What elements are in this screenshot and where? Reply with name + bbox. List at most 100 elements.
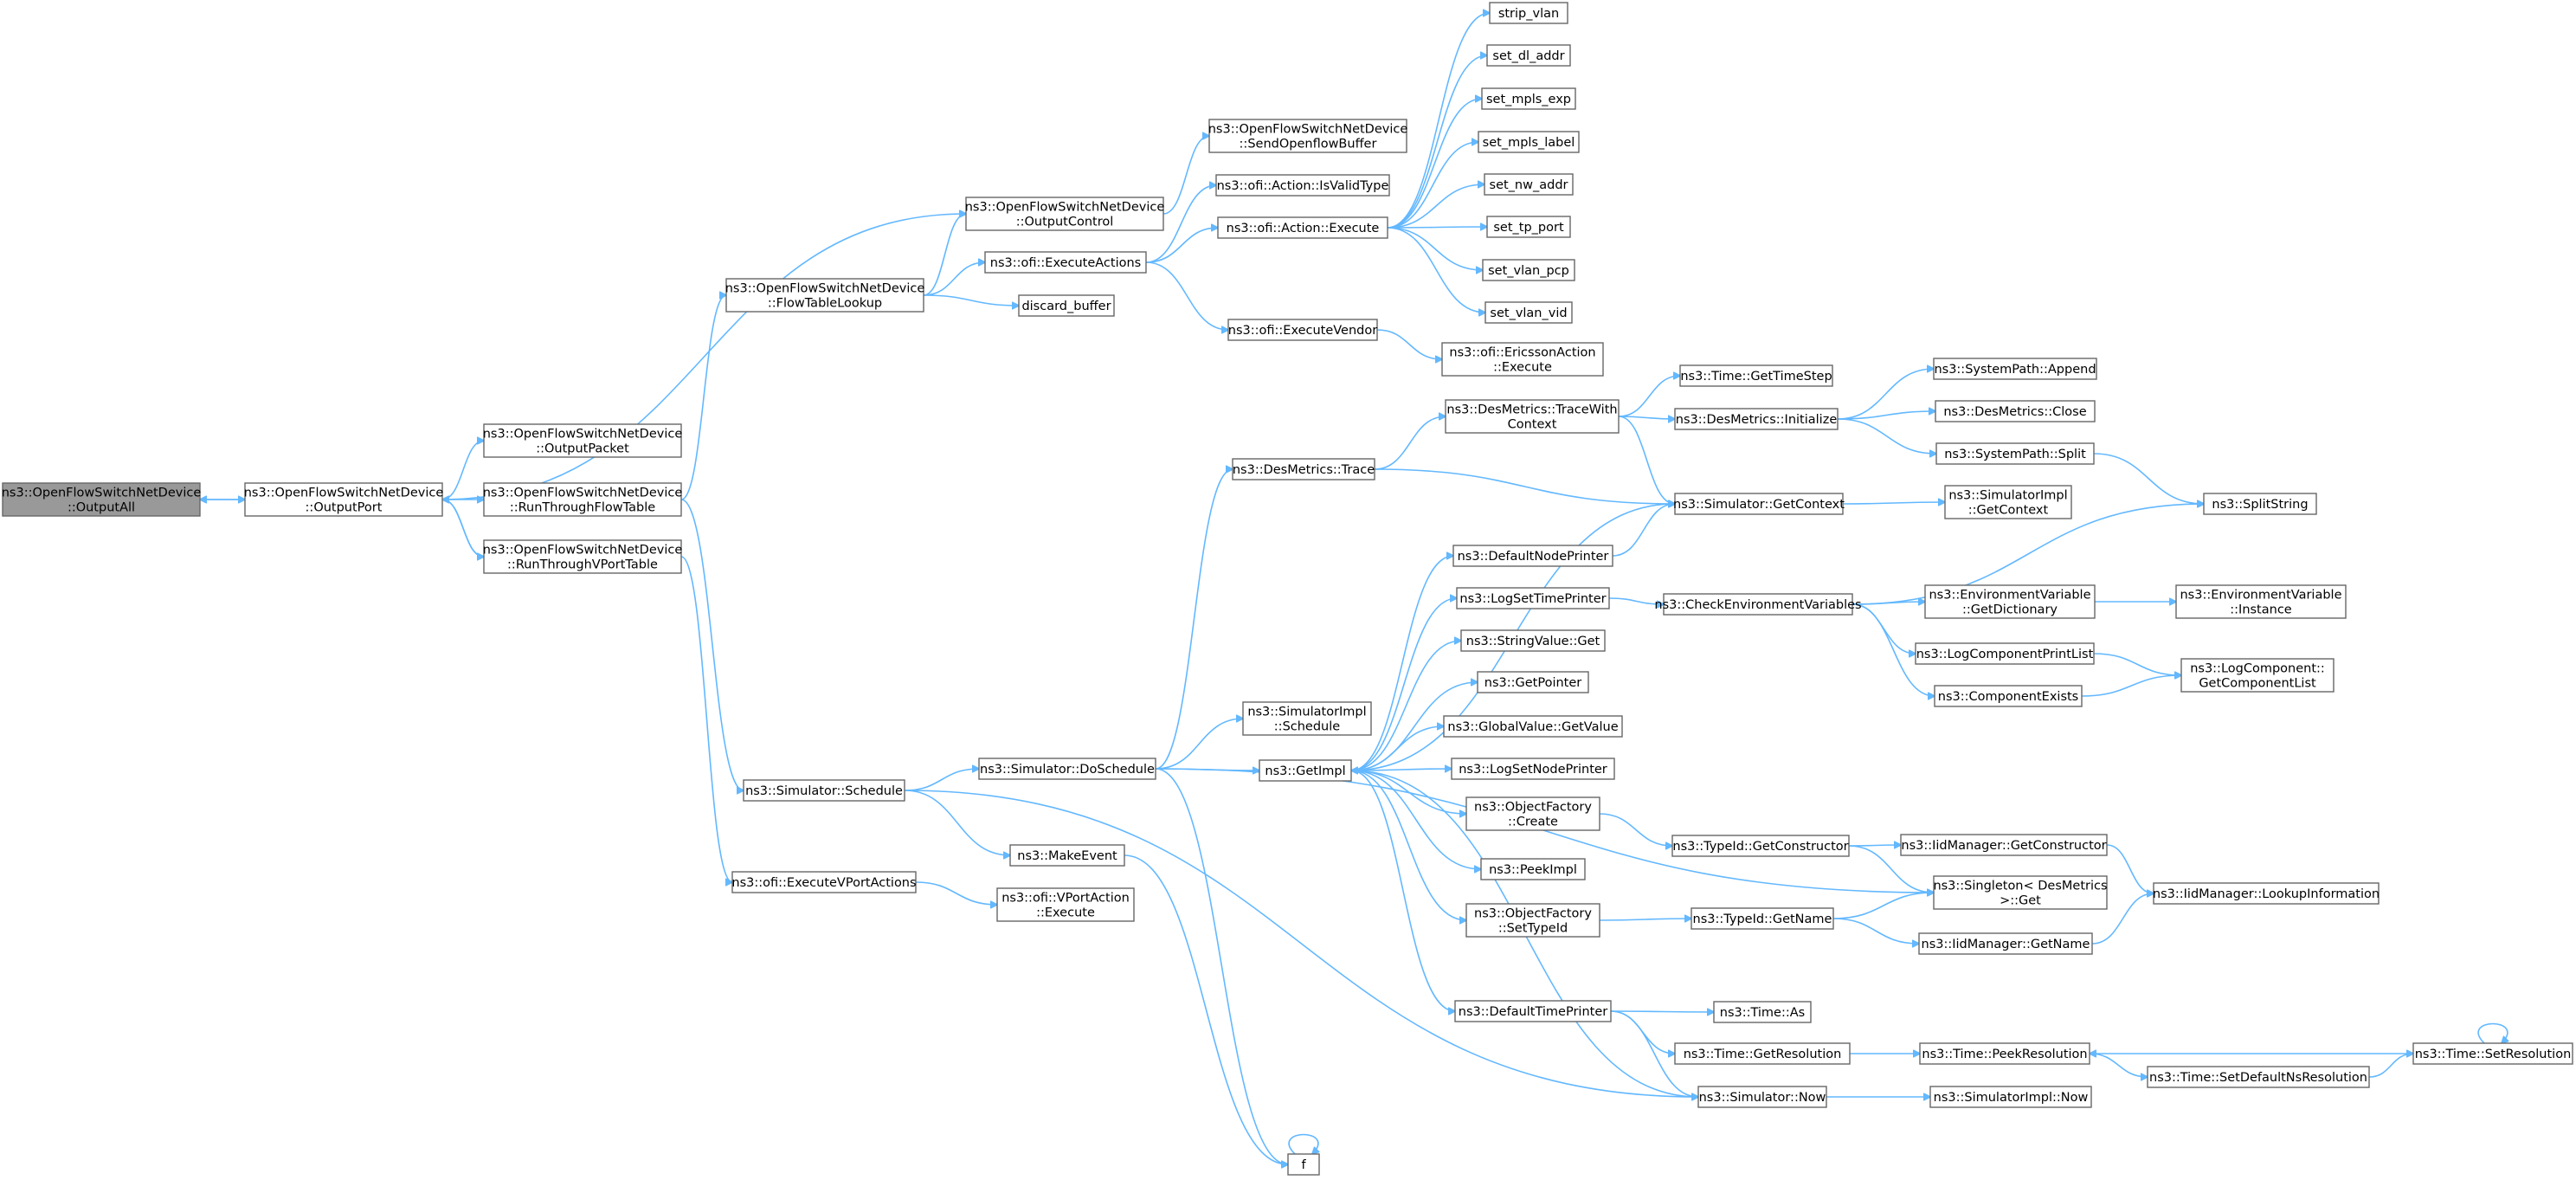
- node-ericssonexecute[interactable]: ns3::ofi::EricssonAction::Execute: [1441, 342, 1604, 377]
- node-typeidgetconstructor[interactable]: ns3::TypeId::GetConstructor: [1671, 835, 1850, 857]
- node-label: ns3::Time::GetTimeStep: [1680, 370, 1832, 384]
- edge-simschedule-to-simnow: [904, 790, 1698, 1097]
- node-runthroughvporttable[interactable]: ns3::OpenFlowSwitchNetDevice::RunThrough…: [483, 539, 683, 574]
- node-set_nw_addr[interactable]: set_nw_addr: [1484, 173, 1574, 196]
- node-defaulttimeprinter[interactable]: ns3::DefaultTimePrinter: [1454, 1000, 1612, 1022]
- edge-typeidgetconstructor-to-iidgetconstructor: [1848, 845, 1901, 846]
- node-vportexecute[interactable]: ns3::ofi::VPortAction::Execute: [996, 887, 1135, 922]
- node-getpointer[interactable]: ns3::GetPointer: [1477, 671, 1589, 693]
- node-setresolution[interactable]: ns3::Time::SetResolution: [2412, 1042, 2573, 1065]
- node-box: [1944, 485, 2072, 519]
- node-box: [1934, 685, 2083, 707]
- node-box: [978, 758, 1156, 780]
- node-label: ns3::ofi::ExecuteVPortActions: [731, 876, 916, 890]
- node-actionexecute[interactable]: ns3::ofi::Action::Execute: [1217, 216, 1388, 239]
- node-peekimpl[interactable]: ns3::PeekImpl: [1480, 858, 1586, 880]
- node-box: [1900, 834, 2108, 856]
- node-logsettimeprinter[interactable]: ns3::LogSetTimePrinter: [1456, 587, 1610, 609]
- node-sendopenflowbuffer[interactable]: ns3::OpenFlowSwitchNetDevice::SendOpenfl…: [1208, 119, 1408, 153]
- node-getimpl[interactable]: ns3::GetImpl: [1259, 759, 1352, 782]
- node-singletonget[interactable]: ns3::Singleton< DesMetrics >::Get: [1933, 875, 2108, 910]
- node-runthroughflowtable[interactable]: ns3::OpenFlowSwitchNetDevice::RunThrough…: [483, 482, 683, 517]
- node-logsetnodeprinter[interactable]: ns3::LogSetNodePrinter: [1451, 758, 1615, 780]
- node-strip_vlan[interactable]: strip_vlan: [1489, 2, 1568, 24]
- node-typeidgetname[interactable]: ns3::TypeId::GetName: [1690, 907, 1834, 930]
- node-set_mpls_label[interactable]: set_mpls_label: [1478, 131, 1580, 153]
- node-desclose[interactable]: ns3::DesMetrics::Close: [1935, 400, 2096, 422]
- node-isvalidtype[interactable]: ns3::ofi::Action::IsValidType: [1215, 174, 1390, 197]
- node-label: ns3::OpenFlowSwitchNetDevice: [965, 201, 1165, 215]
- node-set_mpls_exp[interactable]: set_mpls_exp: [1481, 87, 1576, 110]
- node-objfactorycreate[interactable]: ns3::ObjectFactory::Create: [1465, 796, 1600, 831]
- node-label: set_vlan_vid: [1490, 306, 1567, 320]
- edge-executeactions-to-isvalidtype: [1145, 185, 1216, 263]
- node-set_dl_addr[interactable]: set_dl_addr: [1486, 44, 1571, 67]
- node-implschedule[interactable]: ns3::SimulatorImpl::Schedule: [1242, 701, 1372, 736]
- node-label: set_mpls_exp: [1486, 93, 1571, 106]
- node-getdictionary[interactable]: ns3::EnvironmentVariable::GetDictionary: [1924, 584, 2096, 619]
- node-timegetresolution[interactable]: ns3::Time::GetResolution: [1674, 1042, 1851, 1065]
- node-stringvalueget[interactable]: ns3::StringValue::Get: [1460, 629, 1606, 652]
- edge-logcomponentprintlist-to-getcomponentlist: [2093, 653, 2181, 675]
- edge-flowtablelookup-to-executeactions: [923, 262, 985, 296]
- node-gettimestep[interactable]: ns3::Time::GetTimeStep: [1679, 364, 1833, 387]
- node-iidgetname[interactable]: ns3::IidManager::GetName: [1918, 932, 2093, 955]
- node-f[interactable]: f: [1287, 1153, 1320, 1176]
- node-simnow[interactable]: ns3::Simulator::Now: [1697, 1086, 1827, 1108]
- node-peekresolution[interactable]: ns3::Time::PeekResolution: [1919, 1042, 2090, 1065]
- node-box: [1443, 715, 1623, 738]
- node-destrace[interactable]: ns3::DesMetrics::Trace: [1232, 458, 1375, 480]
- node-label: ns3::IidManager::GetConstructor: [1901, 839, 2106, 853]
- node-box: [1456, 587, 1610, 609]
- node-envinstance[interactable]: ns3::EnvironmentVariable::Instance: [2175, 584, 2347, 619]
- node-box: [2175, 584, 2347, 619]
- node-append[interactable]: ns3::SystemPath::Append: [1933, 358, 2097, 380]
- node-outputcontrol[interactable]: ns3::OpenFlowSwitchNetDevice::OutputCont…: [965, 197, 1165, 231]
- node-logcomponentprintlist[interactable]: ns3::LogComponentPrintList: [1915, 642, 2095, 665]
- node-objfactorysettypeid[interactable]: ns3::ObjectFactory::SetTypeId: [1465, 903, 1600, 938]
- node-doschedule[interactable]: ns3::Simulator::DoSchedule: [978, 758, 1156, 780]
- node-set_tp_port[interactable]: set_tp_port: [1486, 216, 1571, 238]
- node-timeas[interactable]: ns3::Time::As: [1713, 1001, 1812, 1023]
- node-box: [725, 278, 924, 313]
- node-defaultnodeprinter[interactable]: ns3::DefaultNodePrinter: [1452, 545, 1613, 567]
- edge-componentexists-to-getcomponentlist: [2081, 675, 2181, 697]
- node-label: ns3::OpenFlowSwitchNetDevice: [244, 487, 444, 500]
- node-iidgetconstructor[interactable]: ns3::IidManager::GetConstructor: [1900, 834, 2108, 856]
- node-implnow[interactable]: ns3::SimulatorImpl::Now: [1929, 1086, 2092, 1108]
- node-lookupinformation[interactable]: ns3::IidManager::LookupInformation: [2153, 882, 2380, 905]
- node-executeactions[interactable]: ns3::ofi::ExecuteActions: [984, 251, 1147, 274]
- node-split[interactable]: ns3::SystemPath::Split: [1935, 442, 2095, 465]
- node-executevportactions[interactable]: ns3::ofi::ExecuteVPortActions: [731, 871, 917, 893]
- node-componentexists[interactable]: ns3::ComponentExists: [1934, 685, 2083, 707]
- node-box: [1486, 216, 1571, 238]
- node-box: [1482, 259, 1575, 281]
- node-globalvalueget[interactable]: ns3::GlobalValue::GetValue: [1443, 715, 1623, 738]
- node-label: ns3::DesMetrics::Trace: [1233, 463, 1375, 477]
- node-outputport[interactable]: ns3::OpenFlowSwitchNetDevice::OutputPort: [244, 482, 444, 517]
- node-setdefaultnsres[interactable]: ns3::Time::SetDefaultNsResolution: [2147, 1066, 2370, 1088]
- node-label: ns3::OpenFlowSwitchNetDevice: [725, 282, 925, 296]
- edge-makeevent-to-f: [1124, 854, 1288, 1164]
- node-implgetcontext[interactable]: ns3::SimulatorImpl::GetContext: [1944, 485, 2072, 519]
- node-discardbuffer[interactable]: discard_buffer: [1018, 294, 1115, 317]
- node-label: ns3::SplitString: [2212, 498, 2308, 512]
- node-desinitialize[interactable]: ns3::DesMetrics::Initialize: [1674, 408, 1839, 430]
- node-outputpacket[interactable]: ns3::OpenFlowSwitchNetDevice::OutputPack…: [483, 423, 683, 458]
- node-executevendor[interactable]: ns3::ofi::ExecuteVendor: [1227, 319, 1378, 341]
- node-box: [1933, 358, 2097, 380]
- node-set_vlan_vid[interactable]: set_vlan_vid: [1484, 301, 1573, 324]
- node-simschedule[interactable]: ns3::Simulator::Schedule: [743, 779, 905, 802]
- node-getcontext[interactable]: ns3::Simulator::GetContext: [1673, 493, 1845, 515]
- node-box: [1924, 584, 2096, 619]
- node-box: [1232, 458, 1375, 480]
- node-splitstring[interactable]: ns3::SplitString: [2203, 493, 2317, 515]
- node-outputall[interactable]: ns3::OpenFlowSwitchNetDevice::OutputAll: [2, 482, 202, 517]
- node-set_vlan_pcp[interactable]: set_vlan_pcp: [1482, 259, 1575, 281]
- node-makeevent[interactable]: ns3::MakeEvent: [1009, 844, 1125, 867]
- node-flowtablelookup[interactable]: ns3::OpenFlowSwitchNetDevice::FlowTableL…: [725, 278, 925, 313]
- node-box: [1674, 493, 1844, 515]
- node-getcomponentlist[interactable]: ns3::LogComponent::GetComponentList: [2180, 658, 2334, 693]
- node-checkenv[interactable]: ns3::CheckEnvironmentVariables: [1654, 593, 1862, 616]
